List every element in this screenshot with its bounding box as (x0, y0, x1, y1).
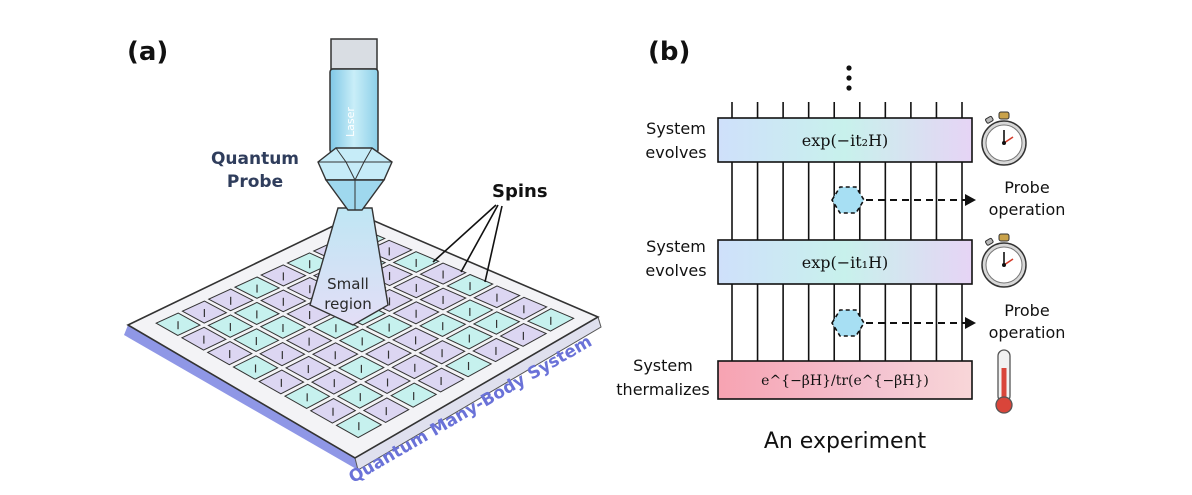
panel-b-label: (b) (648, 37, 690, 67)
beam-cone (309, 207, 389, 326)
probe-label-bottom-1: Probe (1004, 301, 1049, 320)
probe-label-line1: Quantum (211, 149, 299, 169)
thermal-label-1: System (633, 356, 693, 375)
laser-device: Laser (329, 38, 379, 154)
platform-edge (124, 325, 358, 470)
evolve-gate-top (717, 117, 973, 163)
ellipsis-dots (846, 65, 852, 91)
probe-operation-top (831, 186, 976, 214)
thermal-formula: e^{−βH}/tr(e^{−βH}) (761, 373, 929, 389)
evolve-formula-top: exp(−it₂H) (802, 131, 889, 150)
panel-a: (a) Spins Laser (124, 37, 602, 488)
spins-callout (432, 204, 503, 283)
panel-b: (b) exp(−it₂H) exp(−it₁H) e^{−βH}/tr(e^{… (616, 37, 1065, 454)
evolve-gate-bottom (717, 239, 973, 285)
thermal-label-2: thermalizes (616, 380, 709, 399)
probe-operation-bottom (831, 309, 976, 337)
stopwatch-icon (981, 111, 1027, 166)
stopwatch-icon (981, 233, 1027, 288)
panel-a-label: (a) (127, 37, 168, 67)
probe-label-top-1: Probe (1004, 178, 1049, 197)
probe-label-top-2: operation (989, 200, 1066, 219)
region-label-line2: region (324, 295, 371, 313)
thermometer-icon (995, 349, 1013, 414)
laser-label: Laser (344, 107, 357, 137)
region-label-line1: Small (327, 275, 369, 293)
probe-label-bottom-2: operation (989, 323, 1066, 342)
evolve-label-top-2: evolves (645, 143, 706, 162)
spins-label: Spins (492, 181, 548, 202)
thermal-state-box (717, 360, 973, 400)
diamond-probe-icon (317, 147, 393, 211)
evolve-label-top-1: System (646, 119, 706, 138)
evolve-label-bottom-1: System (646, 237, 706, 256)
evolve-formula-bottom: exp(−it₁H) (802, 253, 889, 272)
probe-label-line2: Probe (227, 172, 283, 192)
experiment-title: An experiment (764, 429, 927, 454)
evolve-label-bottom-2: evolves (645, 261, 706, 280)
